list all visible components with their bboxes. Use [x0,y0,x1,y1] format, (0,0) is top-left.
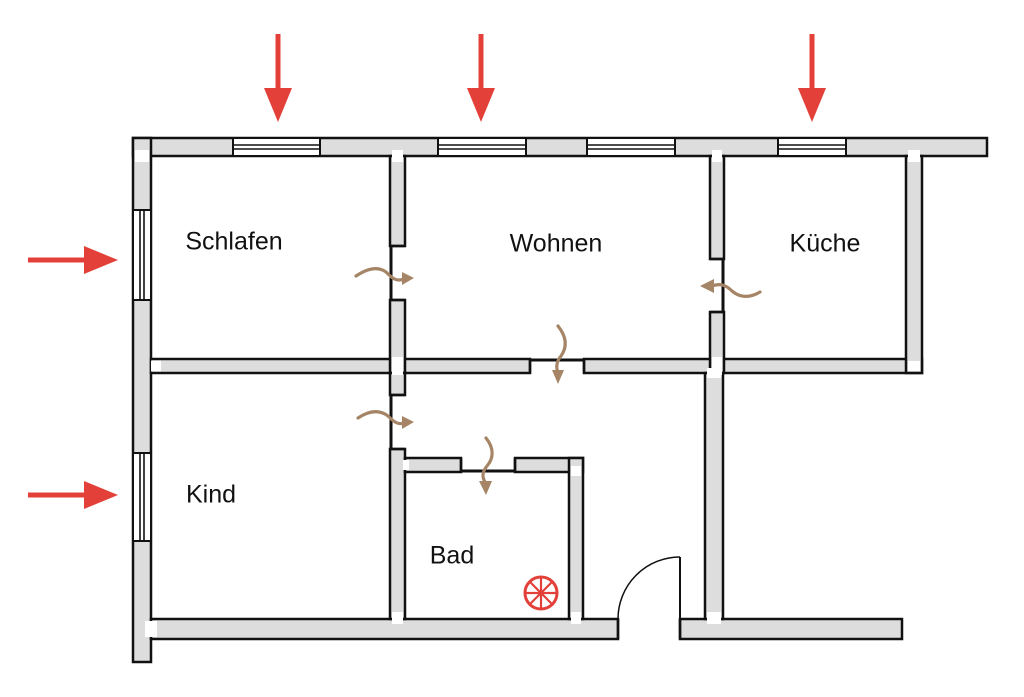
walls [131,136,989,664]
window-top-3 [586,137,676,157]
window-top-1 [232,137,321,157]
door-kind-hall [389,393,405,451]
door-bad [459,458,517,473]
entrance-door [616,556,682,639]
incoming-air-arrows [28,34,826,509]
door-schlafen-wohnen [389,244,405,302]
wall-hall-right [703,371,725,621]
red-arrow-icon [28,246,118,274]
wall-wohnen-kueche-upper [708,154,726,261]
wall-middle-right [582,357,924,375]
window-top-2 [437,137,527,157]
window-left-1 [132,209,152,301]
windows [132,137,847,542]
wall-bad-top-left [403,456,463,474]
wall-bad-right [567,456,585,621]
wavy-arrow-icon [354,266,414,285]
wall-kind-hall-upper [388,371,407,397]
room-label-schlafen: Schlafen [185,227,283,256]
red-arrow-icon [798,34,826,122]
doors [389,244,725,639]
room-label-bad: Bad [429,541,475,570]
wavy-arrow-icon [700,279,762,298]
room-label-kind: Kind [185,480,237,509]
wavy-arrow-icon [479,436,494,495]
window-top-4 [777,137,847,157]
wall-kitchen-right [904,154,924,375]
airflow-arrows [354,266,762,495]
room-label-wohnen: Wohnen [509,229,603,258]
wall-kind-hall-lower [388,447,407,621]
fan-icon [523,575,559,611]
window-left-2 [132,452,152,542]
wavy-arrow-icon [356,410,414,429]
wall-middle-left [149,357,532,375]
room-label-kueche: Küche [789,229,861,258]
red-arrow-icon [28,481,118,509]
wavy-arrow-icon [552,324,567,384]
wall-schlafen-wohnen-upper [388,154,407,248]
outer-wall-bottom-left [149,617,620,641]
red-arrow-icon [264,34,292,122]
red-arrow-icon [467,34,495,122]
